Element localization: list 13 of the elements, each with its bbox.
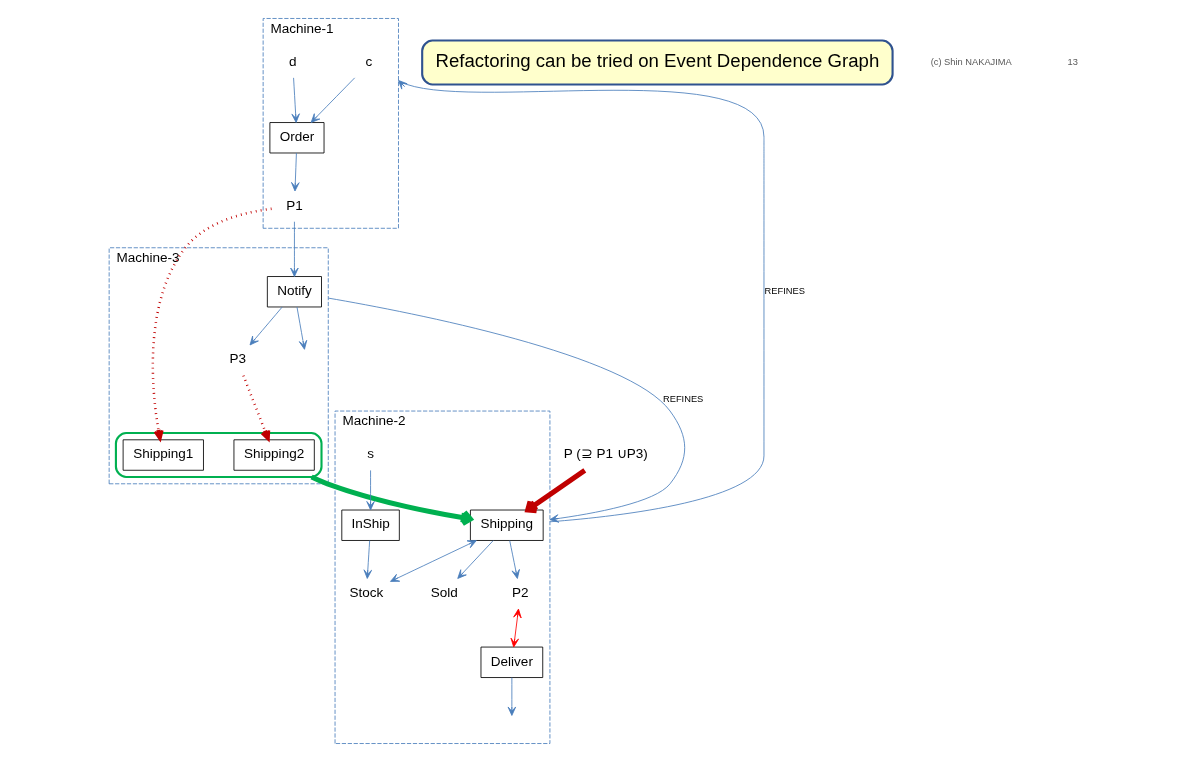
node-text: d [288, 53, 297, 69]
edge-label: REFINES [662, 393, 703, 404]
node-text: P3 [228, 351, 246, 367]
node-text: Sold [430, 584, 458, 600]
node-text: P1 [285, 197, 303, 213]
node-text: P (⊇ P1 ∪P3) [563, 446, 648, 462]
node-text: P2 [511, 584, 529, 600]
label: 13 [1067, 56, 1078, 67]
edge-label: REFINES [764, 286, 805, 297]
node-text: c [365, 53, 372, 69]
node-text: Stock [348, 584, 383, 600]
node-text: s [366, 446, 374, 462]
label: (c) Shin NAKAJIMA [930, 56, 1012, 67]
